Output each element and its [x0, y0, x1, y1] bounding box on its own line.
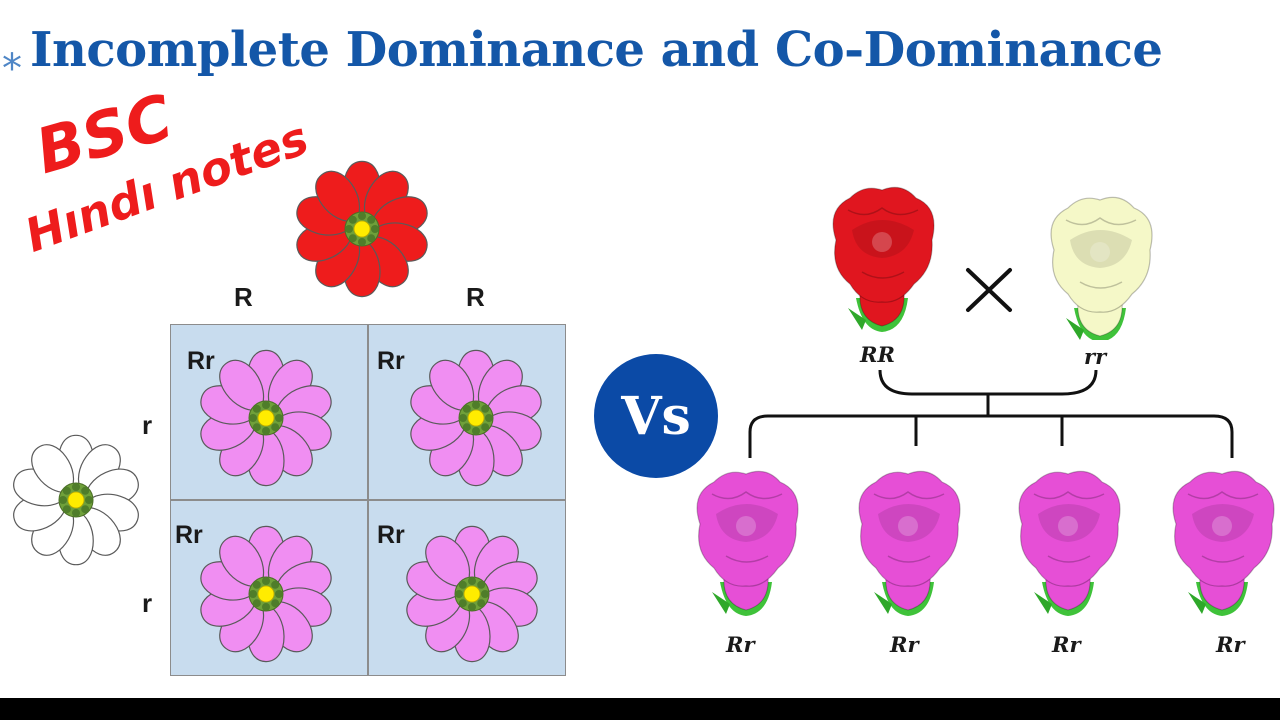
offspring-genotype-1: Rr [726, 632, 755, 657]
punnett-square: Rr Rr Rr Rr [170, 324, 566, 676]
pink-snapdragon-3 [1018, 470, 1121, 616]
red-snapdragon [832, 186, 935, 332]
punnett-cell-label-3: Rr [175, 521, 203, 549]
pink-snapdragon-4 [1172, 470, 1275, 616]
slide: * Incomplete Dominance and Co-Dominance … [0, 0, 1280, 698]
punnett-cell-label-4: Rr [377, 521, 405, 549]
allele-side-1: r [142, 410, 153, 440]
vs-badge: Vs [594, 354, 718, 478]
pink-flower-3 [200, 525, 332, 663]
punnett-divider-horizontal [171, 499, 565, 501]
offspring-genotype-3: Rr [1052, 632, 1081, 657]
offspring-genotype-4: Rr [1216, 632, 1245, 657]
punnett-cell-label-2: Rr [377, 347, 405, 375]
pink-flower-1 [200, 349, 332, 487]
page-title: Incomplete Dominance and Co-Dominance [30, 22, 1163, 78]
pink-snapdragon-1 [696, 470, 799, 616]
cream-snapdragon [1050, 196, 1153, 340]
allele-top-2: R [466, 282, 485, 312]
white-parent-flower [13, 434, 139, 566]
title-marker: * [2, 46, 22, 92]
pink-flower-4 [406, 525, 538, 663]
pink-snapdragon-2 [858, 470, 961, 616]
parent-genotype-right: rr [1084, 344, 1107, 369]
parent-genotype-left: RR [860, 342, 895, 367]
pink-flower-2 [410, 349, 542, 487]
punnett-cell-label-1: Rr [187, 347, 215, 375]
red-parent-flower [296, 160, 428, 298]
allele-side-2: r [142, 588, 153, 618]
allele-top-1: R [234, 282, 253, 312]
pedigree-lines [748, 370, 1234, 458]
offspring-genotype-2: Rr [890, 632, 919, 657]
cross-symbol [966, 268, 1012, 312]
